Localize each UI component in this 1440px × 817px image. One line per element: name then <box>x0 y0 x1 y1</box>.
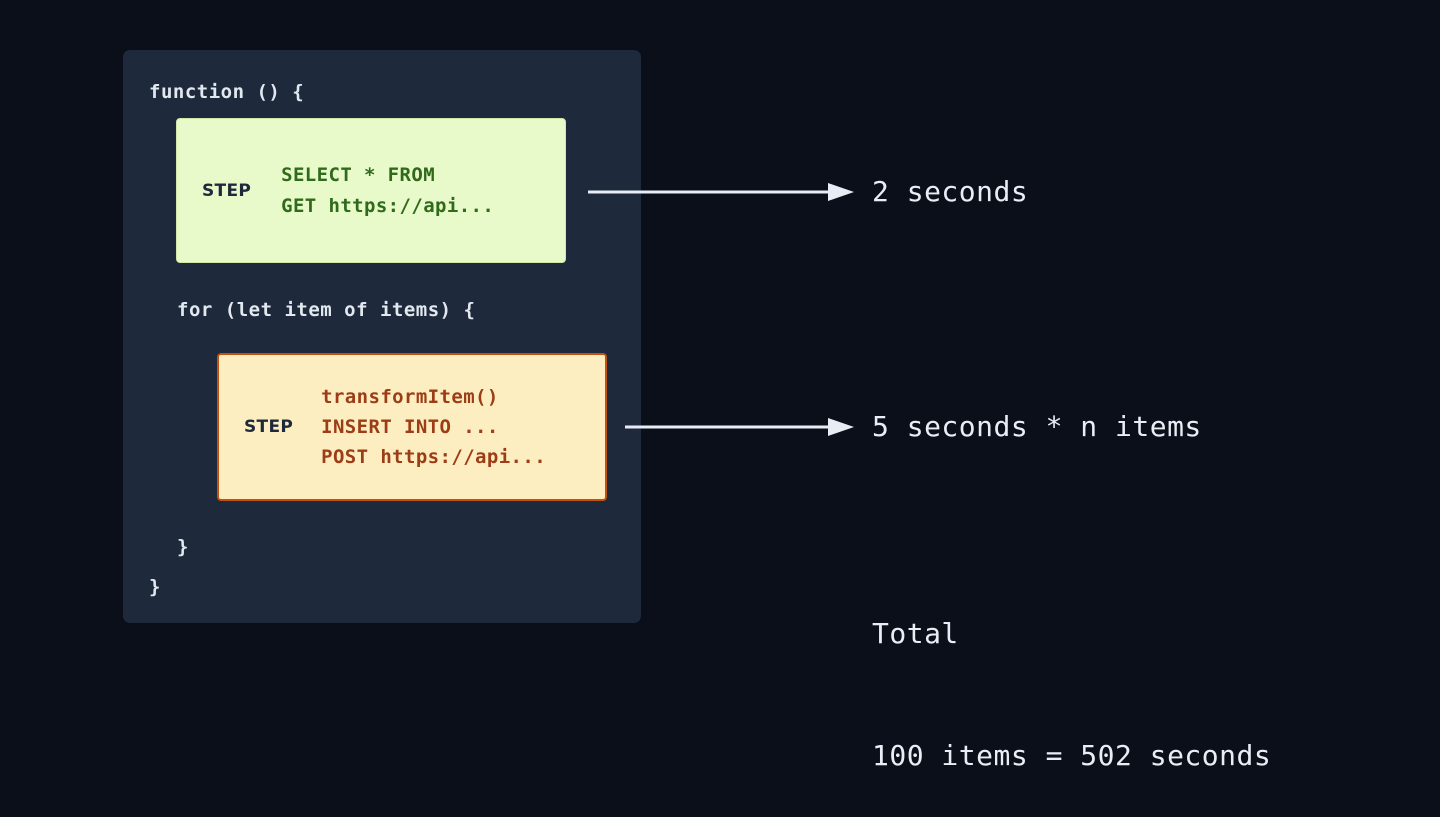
code-line-for-close: } <box>177 536 189 558</box>
annotation-transform-duration: 5 seconds * n items <box>872 410 1202 443</box>
arrow-right-icon <box>625 418 854 436</box>
annotation-query-duration: 2 seconds <box>872 175 1029 208</box>
total-value: 100 items = 502 seconds <box>872 738 1272 772</box>
total-title: Total <box>872 617 959 651</box>
code-line-function-close: } <box>149 576 161 598</box>
step-label: STEP <box>202 180 252 201</box>
step-block-transform[interactable]: STEP transformItem() INSERT INTO ... POS… <box>217 353 607 501</box>
step-block-query[interactable]: STEP SELECT * FROM GET https://api... <box>176 118 566 263</box>
step-label: STEP <box>244 417 294 437</box>
arrow-right-icon <box>588 183 854 201</box>
code-panel: function () { STEP SELECT * FROM GET htt… <box>123 50 641 623</box>
step-code-query: SELECT * FROM GET https://api... <box>281 164 495 217</box>
total-summary: Total 100 items = 502 seconds <box>872 533 1271 817</box>
code-line-function-open: function () { <box>149 81 305 103</box>
step-code-transform: transformItem() INSERT INTO ... POST htt… <box>321 385 547 468</box>
code-line-for-open: for (let item of items) { <box>177 299 476 321</box>
